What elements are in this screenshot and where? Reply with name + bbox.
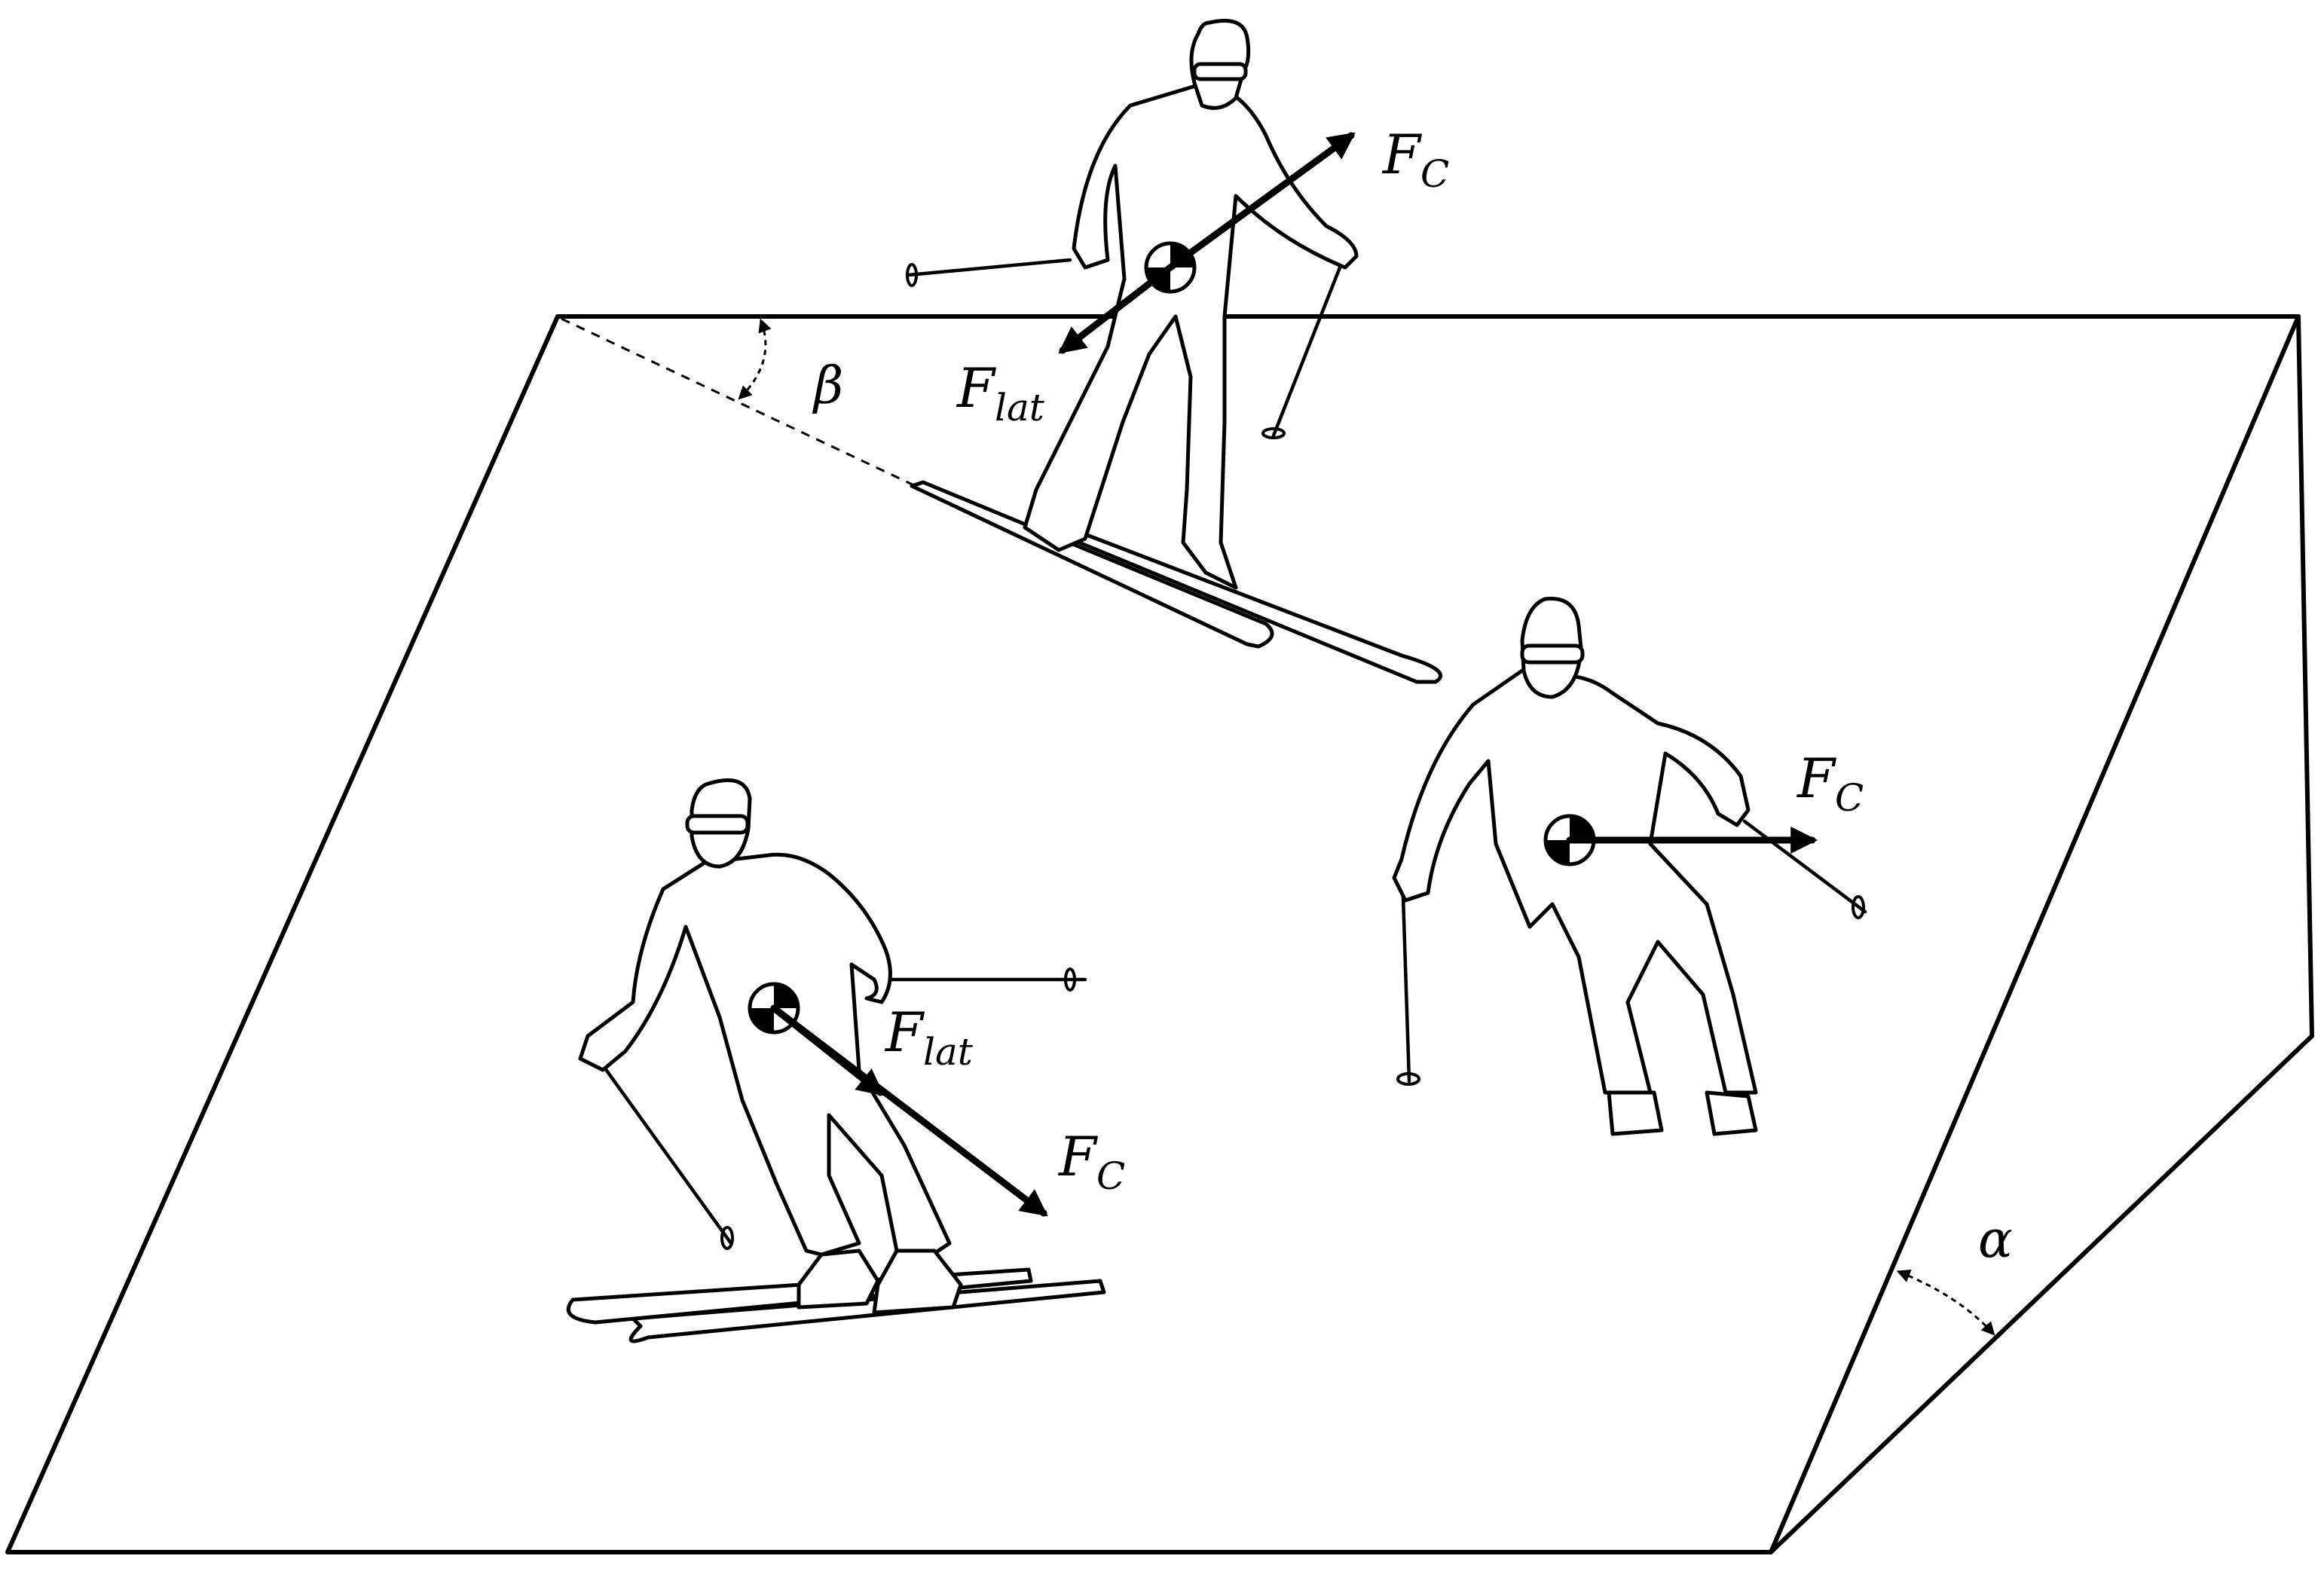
ski-pole (906, 258, 1072, 277)
beta-angle-arc (738, 318, 772, 400)
ski (910, 480, 1274, 649)
ski-boot (1607, 1090, 1664, 1136)
slope-side-edge (1769, 1034, 2314, 1554)
force-centripetal-label: FC (1796, 747, 1864, 820)
skier-top: FC Flat (906, 19, 1449, 684)
force-centripetal-arrow (1167, 132, 1356, 271)
force-centripetal-label: FC (1057, 1125, 1125, 1198)
beta-angle-label: β (812, 356, 843, 416)
pole-basket (906, 263, 918, 287)
slope-back-edge (2296, 314, 2314, 1038)
skier-body (578, 852, 952, 1261)
force-c-subscript: C (1835, 776, 1864, 820)
ski-pole (1271, 261, 1344, 438)
slope-angle: α (1896, 1210, 2013, 1336)
force-lat-symbol: F (884, 1001, 925, 1064)
force-lateral-arrow (770, 1004, 885, 1096)
alpha-angle-arc (1896, 1269, 1995, 1336)
force-lateral-label: Flat (956, 356, 1045, 429)
force-c-subscript: C (1420, 152, 1449, 196)
goggles (1192, 62, 1248, 81)
ski (1045, 518, 1442, 684)
force-lat-subscript: lat (923, 1030, 974, 1074)
force-lat-subscript: lat (995, 386, 1045, 429)
alpha-angle-label: α (1978, 1210, 2013, 1270)
pole-basket (1261, 427, 1286, 439)
ski-boot (872, 1249, 963, 1315)
force-c-symbol: F (1381, 123, 1423, 186)
slope-surface (5, 314, 2301, 1554)
skier-body (1023, 81, 1359, 590)
force-lateral-label: Flat (884, 1001, 974, 1074)
force-lat-symbol: F (956, 356, 997, 420)
ski-pole (1742, 819, 1867, 914)
ski-boot (797, 1249, 880, 1310)
ski-boot (1705, 1090, 1758, 1136)
goggles (685, 814, 750, 835)
pole-basket (1064, 967, 1076, 992)
force-lateral-arrow (1058, 264, 1174, 354)
ski-pole (593, 1053, 733, 1245)
force-centripetal-label: FC (1381, 123, 1449, 196)
slope-block (5, 314, 2314, 1554)
force-c-symbol: F (1057, 1125, 1099, 1188)
goggles (1520, 643, 1585, 665)
pole-basket (1396, 1072, 1420, 1086)
ski-pole (1401, 894, 1411, 1084)
fall-line-dashed (561, 317, 916, 487)
skier-bottom: Flat FC (566, 778, 1125, 1343)
force-c-subscript: C (1096, 1154, 1125, 1198)
traverse-reference: β (561, 317, 916, 487)
pole-basket (1852, 895, 1865, 919)
skier-body (1392, 668, 1758, 1095)
skier-right: FC (1392, 596, 1867, 1136)
force-c-symbol: F (1796, 747, 1837, 810)
pole-basket (720, 1226, 734, 1250)
